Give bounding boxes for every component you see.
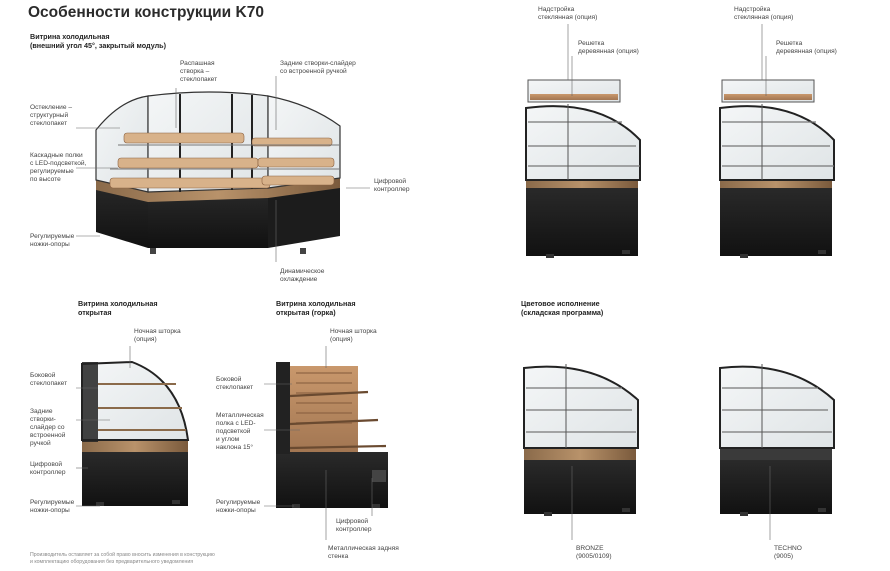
techno-showcase-image bbox=[719, 364, 835, 516]
section-title-color: Цветовое исполнение (складская программа… bbox=[521, 299, 604, 317]
label-corner-glazing: Остекление – структурный стеклопакет bbox=[30, 104, 73, 127]
label-corner-cooling: Динамическое охлаждение bbox=[280, 268, 325, 283]
label-hill-curtain: Ночная шторка (опция) bbox=[330, 328, 377, 343]
label-open-legs: Регулируемые ножки-опоры bbox=[30, 499, 75, 514]
section-title-corner: Витрина холодильная (внешний угол 45°, з… bbox=[30, 32, 166, 50]
section-title-open: Витрина холодильная открытая bbox=[78, 299, 158, 317]
page-title: Особенности конструкции K70 bbox=[28, 4, 264, 21]
label-corner-front: Распашная створка – стеклопакет bbox=[180, 60, 218, 83]
label-hill-legs: Регулируемые ножки-опоры bbox=[216, 499, 261, 514]
bronze-showcase-image bbox=[523, 364, 639, 516]
label-top2-add: Надстройка стеклянная (опция) bbox=[734, 6, 794, 21]
label-corner-shelves: Каскадные полки с LED-подсветкой, регули… bbox=[30, 152, 87, 183]
label-corner-rear: Задние створки-слайдер со встроенной руч… bbox=[280, 60, 356, 75]
label-bronze: BRONZE (9005/0109) bbox=[576, 545, 612, 560]
label-hill-wall: Металлическая задняя стенка bbox=[328, 545, 399, 560]
label-corner-legs: Регулируемые ножки-опоры bbox=[30, 233, 75, 248]
label-hill-controller: Цифровой контроллер bbox=[336, 518, 372, 533]
showcase-top-1-image bbox=[525, 79, 641, 258]
label-hill-shelf: Металлическая полка с LED- подсветкой и … bbox=[216, 412, 264, 451]
label-open-curtain: Ночная шторка (опция) bbox=[134, 328, 181, 343]
label-hill-side: Боковой стеклопакет bbox=[216, 376, 254, 391]
label-open-side: Боковой стеклопакет bbox=[30, 372, 68, 387]
label-open-rear: Задние створки- слайдер со встроенной ру… bbox=[30, 408, 66, 447]
leader-lines bbox=[76, 24, 771, 540]
section-title-open-hill: Витрина холодильная открытая (горка) bbox=[276, 299, 356, 317]
corner-showcase-image bbox=[95, 91, 341, 254]
label-open-controller: Цифровой контроллер bbox=[30, 461, 66, 476]
label-techno: TECHNO (9005) bbox=[774, 545, 802, 560]
label-top2-grid: Решетка деревянная (опция) bbox=[776, 40, 837, 55]
open-showcase-image bbox=[81, 360, 190, 506]
open-hill-showcase-image bbox=[276, 362, 388, 508]
showcase-top-2-image bbox=[719, 79, 835, 258]
footnote: Производитель оставляет за собой право в… bbox=[30, 552, 215, 565]
label-top1-grid: Решетка деревянная (опция) bbox=[578, 40, 639, 55]
label-top1-add: Надстройка стеклянная (опция) bbox=[538, 6, 598, 21]
label-corner-controller: Цифровой контроллер bbox=[374, 178, 410, 193]
